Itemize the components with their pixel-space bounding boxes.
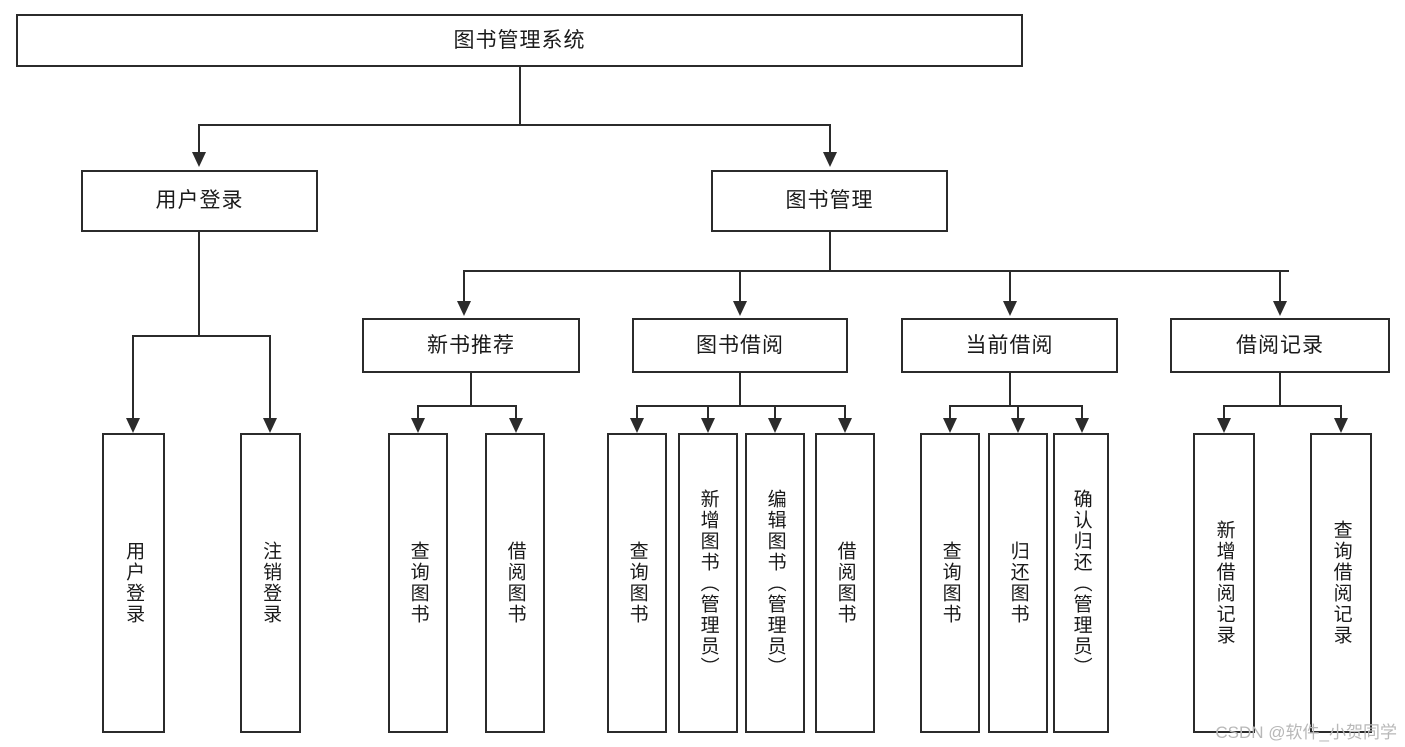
leaf-label: 查询图书 (626, 541, 648, 625)
connector-bus-borrow-record-leaves (1223, 405, 1341, 407)
connector-drop-leaf-user-login (132, 335, 134, 420)
leaf-label: 借阅图书 (504, 541, 526, 625)
node-label: 图书管理系统 (453, 28, 586, 52)
arrow-leaf-confirm-return (1075, 418, 1089, 433)
node-label: 当前借阅 (965, 333, 1054, 357)
leaf-label: 注销登录 (260, 541, 282, 625)
connector-drop-leaf-add-record (1223, 405, 1225, 420)
connector-drop-book-borrow (739, 270, 741, 303)
connector-drop-leaf-borrow-book-1 (515, 405, 517, 420)
leaf-query-book-borrow[interactable]: 查询图书 (607, 433, 667, 733)
arrow-leaf-query-book-3 (943, 418, 957, 433)
arrow-leaf-query-book-1 (411, 418, 425, 433)
arrow-new-book-rec (457, 301, 471, 316)
connector-bus-current-borrow-leaves (949, 405, 1081, 407)
arrow-book-borrow (733, 301, 747, 316)
connector-book-borrow-stem (739, 373, 741, 405)
leaf-add-book-admin[interactable]: 新增图书（管理员） (678, 433, 738, 733)
node-label: 图书借阅 (696, 333, 784, 357)
leaf-label: 借阅图书 (834, 541, 856, 625)
leaf-borrow-book[interactable]: 借阅图书 (815, 433, 875, 733)
leaf-label: 查询借阅记录 (1330, 520, 1352, 646)
arrow-leaf-return-book (1011, 418, 1025, 433)
node-label: 新书推荐 (427, 333, 515, 357)
node-new-book-recommend[interactable]: 新书推荐 (362, 318, 580, 373)
connector-new-book-rec-stem (470, 373, 472, 405)
leaf-query-borrow-record[interactable]: 查询借阅记录 (1310, 433, 1372, 733)
connector-drop-leaf-borrow-book-2 (844, 405, 846, 420)
node-borrow-record[interactable]: 借阅记录 (1170, 318, 1390, 373)
leaf-logout[interactable]: 注销登录 (240, 433, 301, 733)
leaf-edit-book-admin[interactable]: 编辑图书（管理员） (745, 433, 805, 733)
leaf-label: 查询图书 (939, 541, 961, 625)
arrow-leaf-user-login (126, 418, 140, 433)
leaf-user-login[interactable]: 用户登录 (102, 433, 165, 733)
arrow-leaf-borrow-book-1 (509, 418, 523, 433)
leaf-label: 新增借阅记录 (1213, 520, 1235, 646)
node-user-login[interactable]: 用户登录 (81, 170, 318, 232)
node-label: 借阅记录 (1236, 333, 1324, 357)
arrow-borrow-record (1273, 301, 1287, 316)
connector-drop-leaf-query-book-2 (636, 405, 638, 420)
arrow-leaf-borrow-book-2 (838, 418, 852, 433)
connector-user-login-stem (198, 232, 200, 335)
arrow-leaf-add-book (701, 418, 715, 433)
connector-drop-leaf-add-book (707, 405, 709, 420)
arrow-current-borrow (1003, 301, 1017, 316)
connector-drop-leaf-logout (269, 335, 271, 420)
connector-drop-book-mgmt (829, 124, 831, 154)
connector-drop-leaf-edit-book (774, 405, 776, 420)
leaf-query-book-current[interactable]: 查询图书 (920, 433, 980, 733)
connector-drop-leaf-confirm-return (1081, 405, 1083, 420)
connector-drop-user-login (198, 124, 200, 154)
connector-bus-new-book-rec-leaves (417, 405, 516, 407)
connector-book-mgmt-stem (829, 232, 831, 270)
connector-drop-leaf-return-book (1017, 405, 1019, 420)
arrow-leaf-edit-book (768, 418, 782, 433)
arrow-book-mgmt (823, 152, 837, 167)
node-book-management[interactable]: 图书管理 (711, 170, 948, 232)
leaf-label: 用户登录 (123, 541, 145, 625)
connector-borrow-record-stem (1279, 373, 1281, 405)
connector-bus-level3 (463, 270, 1289, 272)
node-label: 图书管理 (785, 189, 874, 213)
arrow-leaf-add-record (1217, 418, 1231, 433)
connector-drop-leaf-query-book-3 (949, 405, 951, 420)
node-root-system[interactable]: 图书管理系统 (16, 14, 1023, 67)
watermark-csdn: CSDN @软件_小贺同学 (1215, 723, 1397, 742)
leaf-borrow-book-recommend[interactable]: 借阅图书 (485, 433, 545, 733)
connector-bus-user-login-leaves (132, 335, 271, 337)
node-label: 用户登录 (155, 189, 244, 213)
arrow-leaf-logout (263, 418, 277, 433)
leaf-return-book[interactable]: 归还图书 (988, 433, 1048, 733)
leaf-label: 编辑图书（管理员） (764, 488, 786, 678)
connector-drop-borrow-record (1279, 270, 1281, 303)
connector-drop-leaf-query-record (1340, 405, 1342, 420)
leaf-query-book-recommend[interactable]: 查询图书 (388, 433, 448, 733)
leaf-label: 归还图书 (1007, 541, 1029, 625)
connector-drop-current-borrow (1009, 270, 1011, 303)
arrow-leaf-query-book-2 (630, 418, 644, 433)
leaf-label: 新增图书（管理员） (697, 488, 719, 678)
connector-bus-level2 (198, 124, 831, 126)
arrow-leaf-query-record (1334, 418, 1348, 433)
connector-drop-leaf-query-book-1 (417, 405, 419, 420)
node-book-borrow[interactable]: 图书借阅 (632, 318, 848, 373)
leaf-add-borrow-record[interactable]: 新增借阅记录 (1193, 433, 1255, 733)
connector-root-stem (519, 67, 521, 124)
leaf-label: 查询图书 (407, 541, 429, 625)
connector-current-borrow-stem (1009, 373, 1011, 405)
arrow-user-login (192, 152, 206, 167)
connector-drop-new-book-rec (463, 270, 465, 303)
connector-bus-book-borrow-leaves (636, 405, 845, 407)
leaf-label: 确认归还（管理员） (1070, 488, 1092, 678)
node-current-borrow[interactable]: 当前借阅 (901, 318, 1118, 373)
leaf-confirm-return-admin[interactable]: 确认归还（管理员） (1053, 433, 1109, 733)
